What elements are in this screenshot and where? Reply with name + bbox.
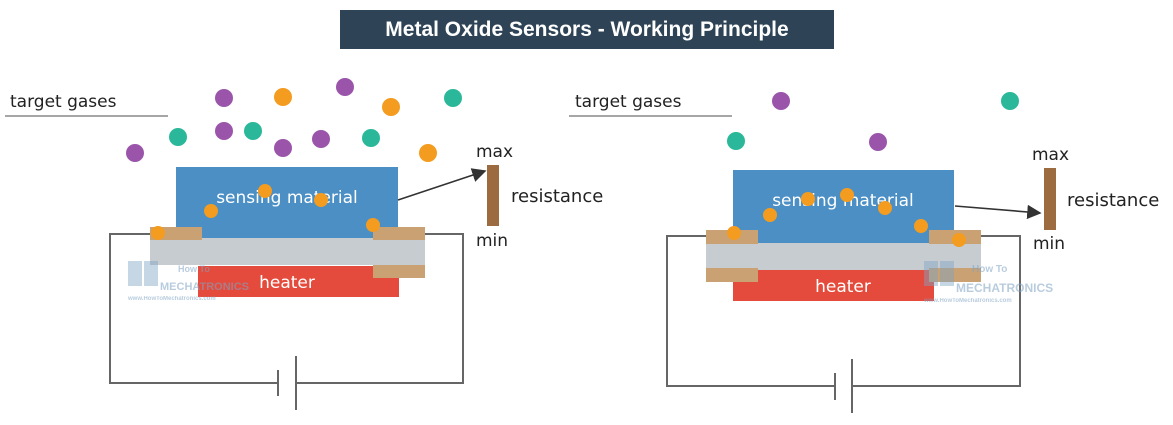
- adsorbed-molecule: [878, 201, 892, 215]
- electrode-bottom-right: [373, 265, 425, 278]
- watermark-logo: How To MECHATRONICS www.HowToMechatronic…: [127, 261, 249, 302]
- gas-molecule-purple: [336, 78, 354, 96]
- gas-molecule-orange: [382, 98, 400, 116]
- page-title: Metal Oxide Sensors - Working Principle: [340, 10, 834, 49]
- right-circuit: [666, 235, 1021, 413]
- gas-molecule-teal: [169, 128, 187, 146]
- adsorbed-molecules: [151, 184, 380, 240]
- svg-text:www.HowToMechatronics.com: www.HowToMechatronics.com: [127, 296, 216, 302]
- gas-molecule-orange: [274, 88, 292, 106]
- electrode-bottom-left: [706, 268, 758, 282]
- resistance-label: resistance: [511, 186, 603, 207]
- sensing-material-label: sensing material: [216, 188, 358, 208]
- gas-molecule-teal: [244, 122, 262, 140]
- svg-text:MECHATRONICS: MECHATRONICS: [956, 281, 1053, 295]
- gas-molecule-teal: [444, 89, 462, 107]
- adsorbed-molecule: [763, 208, 777, 222]
- electrode-top-right: [373, 227, 425, 240]
- sensing-material-block: [176, 167, 398, 238]
- heater-label: heater: [815, 277, 871, 297]
- adsorbed-molecule: [366, 218, 380, 232]
- svg-text:MECHATRONICS: MECHATRONICS: [160, 281, 249, 293]
- watermark-logo: How To MECHATRONICS www.HowToMechatronic…: [923, 261, 1053, 304]
- substrate-layer: [150, 238, 425, 265]
- gas-molecule-teal: [1001, 92, 1019, 110]
- adsorbed-molecules: [727, 188, 966, 247]
- free-gas-molecules: [727, 92, 1019, 151]
- target-gases-label: target gases: [575, 92, 682, 112]
- svg-text:How To: How To: [972, 264, 1007, 275]
- resistance-bar: [1044, 168, 1056, 230]
- heater-block: [733, 270, 934, 301]
- gas-molecule-purple: [126, 144, 144, 162]
- resistance-pointer-arrow: [397, 168, 487, 201]
- resistance-pointer-arrow: [954, 204, 1042, 220]
- gas-molecule-teal: [727, 132, 745, 150]
- substrate-layer: [706, 241, 981, 270]
- adsorbed-molecule: [204, 204, 218, 218]
- min-label: min: [476, 231, 508, 251]
- left-circuit: [109, 233, 464, 410]
- gas-molecule-purple: [312, 130, 330, 148]
- adsorbed-molecule: [151, 226, 165, 240]
- adsorbed-molecule: [727, 226, 741, 240]
- left-panel: target gases sensing material heater How…: [5, 78, 603, 410]
- gas-molecule-teal: [362, 129, 380, 147]
- max-label: max: [1032, 145, 1069, 165]
- adsorbed-molecule: [314, 193, 328, 207]
- right-panel: target gases sensing material heater How…: [569, 92, 1159, 413]
- gas-molecule-purple: [215, 89, 233, 107]
- adsorbed-molecule: [952, 233, 966, 247]
- max-label: max: [476, 142, 513, 162]
- gas-molecule-purple: [215, 122, 233, 140]
- adsorbed-molecule: [840, 188, 854, 202]
- gas-molecule-purple: [274, 139, 292, 157]
- gas-molecule-orange: [419, 144, 437, 162]
- adsorbed-molecule: [914, 219, 928, 233]
- gas-molecule-purple: [869, 133, 887, 151]
- adsorbed-molecule: [258, 184, 272, 198]
- min-label: min: [1033, 234, 1065, 254]
- gas-molecule-purple: [772, 92, 790, 110]
- svg-text:How To: How To: [178, 264, 210, 274]
- resistance-label: resistance: [1067, 190, 1159, 211]
- adsorbed-molecule: [801, 192, 815, 206]
- electrode-bottom-right: [929, 268, 981, 282]
- free-gas-molecules: [126, 78, 462, 162]
- svg-text:www.HowToMechatronics.com: www.HowToMechatronics.com: [923, 298, 1012, 304]
- target-gases-label: target gases: [10, 92, 117, 112]
- heater-block: [198, 266, 399, 297]
- resistance-bar: [487, 165, 499, 226]
- heater-label: heater: [259, 273, 315, 293]
